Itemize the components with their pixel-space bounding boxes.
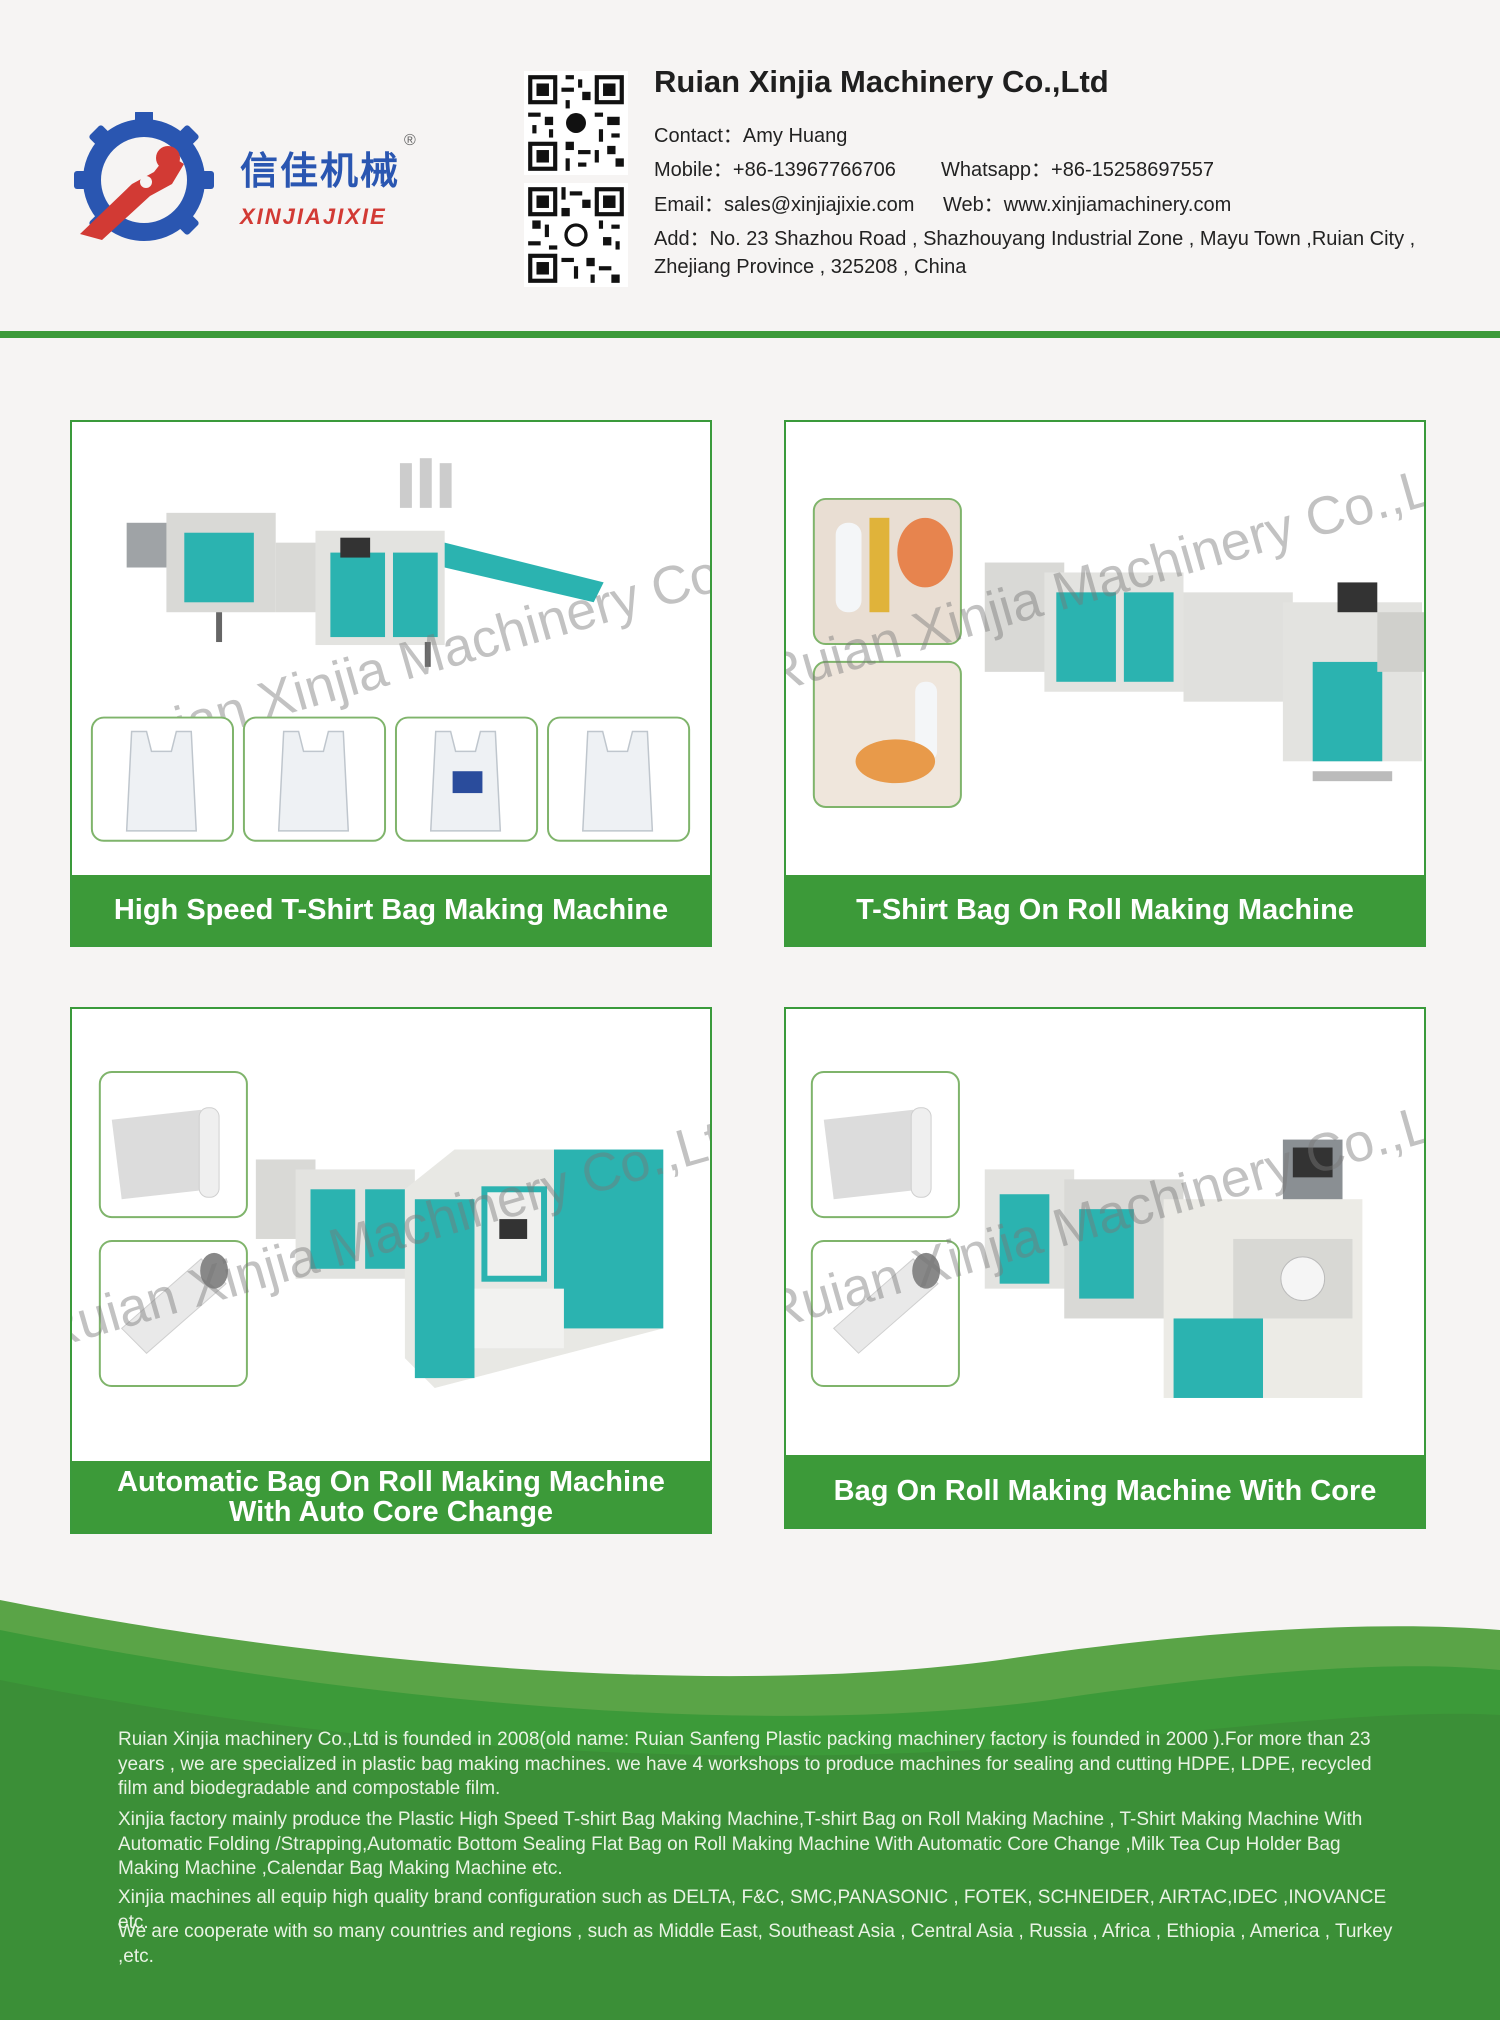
machine-image: Ruian Xinjia Machinery Co.,Ltd: [786, 445, 1424, 808]
product-title: Bag On Roll Making Machine With Core: [786, 1455, 1424, 1527]
product-card-high-speed-tshirt: Ruian Xinjia Machinery Co.,Ltd High Spee…: [70, 420, 712, 947]
about-paragraph-3: Xinjia machines all equip high quality b…: [118, 1887, 1387, 1933]
product-title: T-Shirt Bag On Roll Making Machine: [786, 875, 1424, 945]
machine-image: Ruian Xinjia Machinery Co.,Ltd: [90, 458, 710, 842]
product-title-line-2: With Auto Core Change: [228, 1495, 554, 1528]
website-link[interactable]: Web：www.xinjiamachinery.com: [943, 194, 1232, 216]
page-header: 信佳机械 ® XINJIAJIXIE: [0, 0, 1500, 330]
company-name: Ruian Xinjia Machinery Co.,Ltd: [654, 64, 1109, 99]
about-paragraph-4: We are cooperate with so many countries …: [118, 1921, 1393, 1967]
about-paragraph-1: Ruian Xinjia machinery Co.,Ltd is founde…: [118, 1729, 1372, 1799]
product-title-line-1: Automatic Bag On Roll Making Machine: [117, 1465, 665, 1498]
product-card-auto-core-change: Ruian Xinjia Machinery Co.,Ltd Automatic…: [70, 1007, 712, 1534]
whatsapp-number: Whatsapp：+86-15258697557: [941, 159, 1214, 181]
registered-mark: ®: [404, 132, 416, 149]
product-title: High Speed T-Shirt Bag Making Machine: [72, 875, 710, 945]
whatsapp-qr-code: [524, 183, 628, 287]
email-address[interactable]: Email：sales@xinjiajixie.com: [654, 194, 915, 216]
company-logo: 信佳机械 ® XINJIAJIXIE: [72, 112, 432, 252]
product-card-tshirt-on-roll: Ruian Xinjia Machinery Co.,Ltd T-Shirt B…: [784, 420, 1426, 947]
product-title: Automatic Bag On Roll Making Machine Wit…: [72, 1461, 710, 1532]
company-profile-footer: Ruian Xinjia machinery Co.,Ltd is founde…: [0, 1590, 1500, 2020]
address-line-1: Add：No. 23 Shazhou Road , Shazhouyang In…: [654, 228, 1416, 250]
contact-person: Contact：Amy Huang: [654, 125, 848, 147]
logo-english-text: XINJIAJIXIE: [240, 204, 387, 229]
wechat-qr-code: [524, 71, 628, 175]
about-paragraph-2: Xinjia factory mainly produce the Plasti…: [118, 1809, 1363, 1879]
logo-chinese-text: 信佳机械: [240, 149, 401, 193]
footer-wave-background: [0, 1600, 1500, 2020]
machine-image: Ruian Xinjia Machinery Co.,Ltd: [72, 1071, 710, 1389]
product-card-bag-on-roll-with-core: Ruian Xinjia Machinery Co.,Ltd Bag On Ro…: [784, 1007, 1426, 1529]
logo-gear-icon: [74, 112, 214, 241]
header-divider: [0, 331, 1500, 338]
address-line-2: Zhejiang Province , 325208 , China: [654, 256, 967, 278]
machine-image: Ruian Xinjia Machinery Co.,Ltd: [786, 1071, 1424, 1398]
mobile-number: Mobile：+86-13967766706: [654, 159, 896, 181]
